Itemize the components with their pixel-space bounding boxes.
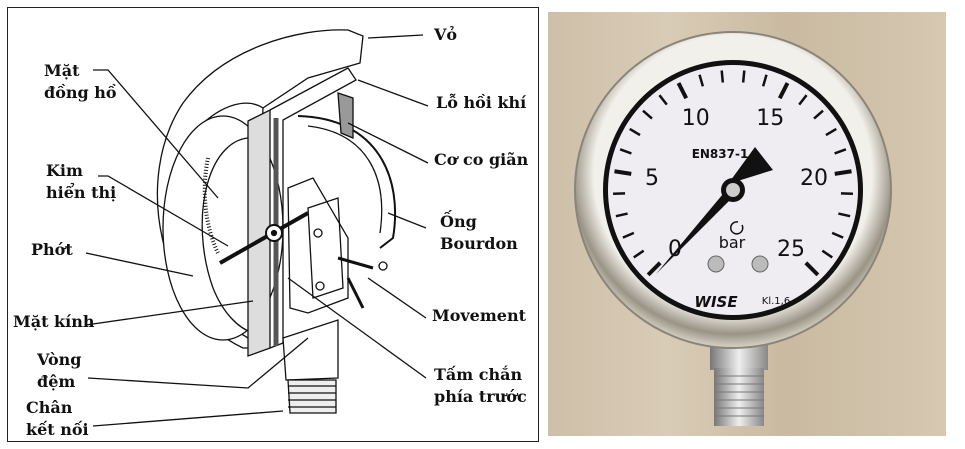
scale-number: 15 (756, 106, 784, 131)
dial-tick (741, 70, 746, 83)
label-lo-hoi-khi: Lỗ hồi khí (436, 93, 527, 112)
dial-tick (825, 127, 837, 137)
label-kim-2: hiển thị (46, 183, 117, 202)
dial-tick (698, 74, 705, 87)
label-ong-bourdon-2: Bourdon (440, 234, 518, 253)
label-tam-chan-2: phía trước (434, 387, 527, 406)
scale-number: 25 (777, 237, 805, 262)
gauge-needle (656, 147, 773, 274)
scale-symbol-icon (730, 221, 744, 235)
label-vong-dem-2: đệm (37, 372, 76, 391)
cutaway-diagram-panel: Vỏ Lỗ hồi khí Cơ co giãn Ống Bourdon Mov… (7, 7, 539, 442)
dial-tick (761, 74, 768, 87)
dial-tick (642, 109, 653, 120)
dial-tick (777, 82, 790, 100)
scale-number: 5 (645, 166, 659, 191)
scale-number: 20 (800, 166, 828, 191)
label-movement: Movement (432, 306, 526, 325)
dial-tick (615, 212, 628, 218)
label-vo: Vỏ (434, 25, 458, 44)
label-tam-chan-1: Tấm chắn (434, 365, 523, 384)
dial-tick (676, 82, 689, 100)
dial-tick (633, 249, 645, 259)
accuracy-class: Kl.1,6 (762, 296, 790, 307)
dial-tick (804, 261, 820, 277)
label-mat-dong-ho-1: Mặt (44, 61, 80, 80)
label-kim-1: Kim (46, 161, 83, 180)
dial-tick (646, 261, 662, 277)
screw-right-icon (751, 255, 769, 273)
screw-left-icon (707, 255, 725, 273)
label-co-co-gian: Cơ co giãn (434, 150, 529, 169)
label-mat-kinh: Mặt kính (13, 312, 95, 331)
gauge-cutaway-drawing (85, 29, 429, 427)
dial-tick (798, 94, 808, 106)
dial-tick (658, 94, 668, 106)
dial-tick (622, 231, 635, 239)
label-vong-dem-1: Vòng (37, 350, 82, 369)
scale-number: 10 (682, 106, 710, 131)
dial-tick (821, 249, 833, 259)
label-chan-1: Chân (26, 398, 73, 417)
brand-logo: WISE (694, 293, 738, 311)
dial-ticks (613, 70, 853, 277)
label-chan-2: kết nối (26, 420, 89, 439)
dial-tick (838, 212, 851, 218)
standard-label: EN837-1 (692, 147, 749, 161)
dial-tick (619, 148, 632, 155)
dial-tick (614, 169, 632, 176)
label-mat-dong-ho-2: đồng hồ (44, 83, 117, 102)
unit-label: bar (719, 233, 746, 252)
dial-tick (834, 148, 847, 155)
dial-tick (813, 109, 824, 120)
label-phot: Phớt (31, 240, 73, 259)
dial-tick (831, 231, 844, 239)
label-ong-bourdon-1: Ống (440, 212, 477, 231)
dial-tick (629, 127, 641, 137)
dial-tick (834, 169, 852, 176)
threaded-connector (714, 368, 764, 426)
dial-tick (720, 70, 725, 83)
